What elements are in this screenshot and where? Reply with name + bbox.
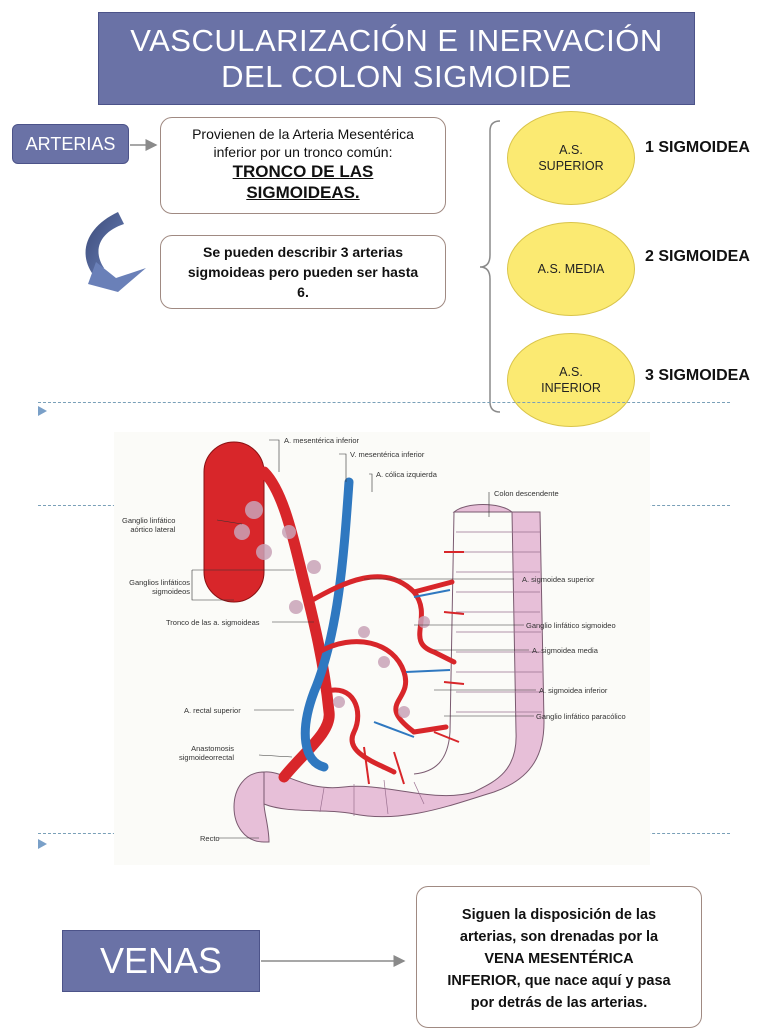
label-ganglio-paracolico: Ganglio linfático paracólico	[536, 712, 626, 721]
venas-line-4: INFERIOR, que nace aquí y pasa	[447, 973, 671, 989]
label-colon-desc: Colon descendente	[494, 489, 559, 498]
count-line-2: sigmoideas pero pueden ser hasta	[187, 264, 419, 280]
venas-line-2: arterias, son drenadas por la	[459, 929, 659, 945]
ellipse-media-l1: A.S. MEDIA	[537, 262, 605, 276]
label-ganglios-sigm-1: Ganglios linfáticos	[129, 578, 190, 587]
label-mesenterica-inf: A. mesentérica inferior	[284, 436, 360, 445]
sigmoidea-2-label: 2 SIGMOIDEA	[645, 248, 750, 265]
ellipse-superior-l1: A.S.	[559, 143, 583, 157]
label-recto: Recto	[200, 834, 220, 843]
sigmoidea-3-label: 3 SIGMOIDEA	[645, 367, 750, 384]
label-ganglio-aortico-1: Ganglio linfático	[122, 516, 176, 525]
label-sigm-media: A. sigmoidea media	[532, 646, 598, 655]
curved-arrow-icon	[85, 212, 146, 292]
bullet-1-icon	[38, 406, 47, 416]
label-ganglios-sigm-2: sigmoideos	[152, 587, 190, 596]
label-ganglio-aortico-2: aórtico lateral	[130, 525, 176, 534]
mesenteric-vein	[300, 477, 354, 772]
label-v-mesenterica: V. mesentérica inferior	[350, 450, 425, 459]
label-anastomosis-1: Anastomosis	[191, 744, 235, 753]
sigmoidea-1-label: 1 SIGMOIDEA	[645, 139, 750, 156]
label-ganglio-sigmoideo: Ganglio linfático sigmoideo	[526, 621, 616, 630]
bullet-2-icon	[38, 839, 47, 849]
branch-bracket	[479, 120, 501, 413]
count-line-3: 6.	[297, 284, 309, 300]
label-sigm-inferior: A. sigmoidea inferior	[539, 686, 608, 695]
divider-1	[38, 402, 730, 403]
title-line-2: DEL COLON SIGMOIDE	[221, 58, 572, 94]
ellipse-inferior-l1: A.S.	[559, 365, 583, 379]
lymph-nodes	[234, 501, 430, 718]
origin-box: Provienen de la Arteria Mesentérica infe…	[160, 117, 446, 214]
origin-line-2: inferior por un tronco común:	[213, 144, 393, 160]
venas-line-1: Siguen la disposición de las	[461, 907, 657, 923]
label-rectal-sup: A. rectal superior	[184, 706, 241, 715]
label-sigm-superior: A. sigmoidea superior	[522, 575, 595, 584]
page-title: VASCULARIZACIÓN E INERVACIÓN DEL COLON S…	[98, 12, 695, 105]
ellipse-inferior-l2: INFERIOR	[541, 381, 601, 395]
venas-box: Siguen la disposición de las arterias, s…	[416, 886, 702, 1028]
ellipse-inferior: A.S. INFERIOR	[507, 333, 635, 427]
origin-emph-2: SIGMOIDEAS.	[246, 183, 360, 202]
title-line-1: VASCULARIZACIÓN E INERVACIÓN	[130, 22, 663, 58]
anatomy-figure: A. mesentérica inferior V. mesentérica i…	[114, 432, 650, 865]
arterias-tag: ARTERIAS	[12, 124, 129, 164]
origin-line-1: Provienen de la Arteria Mesentérica	[192, 126, 414, 142]
label-colica-izq: A. cólica izquierda	[376, 470, 437, 479]
sigmoid-inf-branch	[321, 687, 397, 775]
sigmoid-vascular-drawing	[191, 439, 545, 843]
label-anastomosis-2: sigmoideorrectal	[179, 753, 235, 762]
venas-line-5: por detrás de las arterias.	[470, 995, 648, 1011]
mesenteric-artery	[258, 466, 335, 783]
count-line-1: Se pueden describir 3 arterias	[203, 244, 403, 260]
origin-emph-1: TRONCO DE LAS	[232, 162, 374, 181]
sigmoid-mid-branch	[316, 639, 417, 735]
aorta	[203, 441, 265, 603]
ellipse-media: A.S. MEDIA	[507, 222, 635, 316]
count-box: Se pueden describir 3 arterias sigmoidea…	[160, 235, 446, 309]
venas-line-3: VENA MESENTÉRICA	[484, 951, 634, 967]
label-tronco: Tronco de las a. sigmoideas	[166, 618, 260, 627]
ellipse-superior: A.S. SUPERIOR	[507, 111, 635, 205]
venas-tag: VENAS	[62, 930, 260, 992]
ellipse-superior-l2: SUPERIOR	[538, 159, 604, 173]
